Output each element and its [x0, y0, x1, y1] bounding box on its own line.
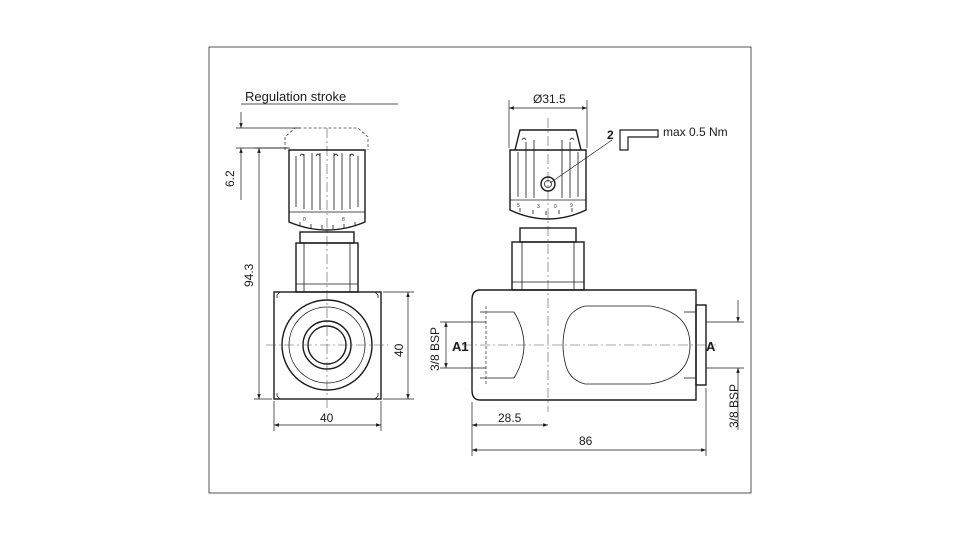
allen-key-icon [619, 129, 659, 151]
drawing-frame [208, 46, 752, 494]
dim-28-5-label: 28.5 [498, 411, 522, 425]
torque-label: max 0.5 Nm [663, 125, 728, 139]
svg-text:0: 0 [554, 204, 557, 210]
svg-text:3: 3 [537, 204, 540, 210]
dim-40-height-label: 40 [392, 343, 406, 357]
svg-text:8: 8 [342, 217, 345, 223]
regulation-stroke-label: Regulation stroke [245, 89, 346, 104]
callout-2-label: 2 [607, 128, 614, 142]
port-a-label: A [706, 339, 716, 354]
dim-6-2-label: 6.2 [223, 170, 237, 187]
svg-text:5: 5 [517, 203, 520, 209]
dim-31-5-label: Ø31.5 [533, 92, 566, 106]
svg-text:0: 0 [303, 217, 306, 223]
port-a1-label: A1 [452, 339, 469, 354]
right-view: 5 3 0 9 Ø31.5 2 max 0.5 Nm 3/8 BSP A1 3/… [428, 92, 744, 456]
dim-86-label: 86 [579, 434, 593, 448]
bsp-right-label: 3/8 BSP [727, 384, 741, 428]
svg-text:9: 9 [570, 203, 573, 209]
dim-94-3-label: 94.3 [242, 263, 256, 287]
dim-40-width-label: 40 [320, 411, 334, 425]
bsp-left-label: 3/8 BSP [428, 327, 442, 371]
left-view: 0 8 Regulation stroke 6.2 94.3 40 40 [223, 89, 414, 431]
